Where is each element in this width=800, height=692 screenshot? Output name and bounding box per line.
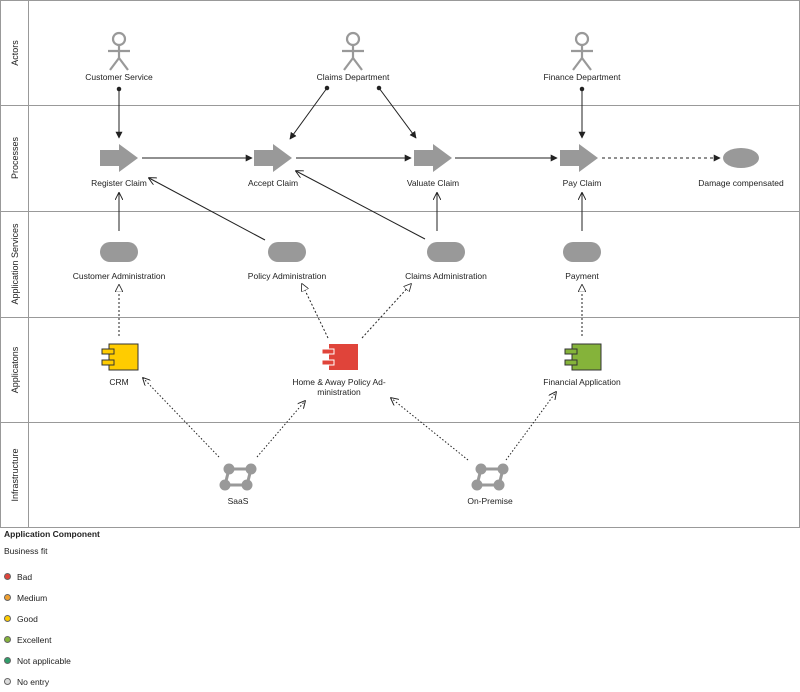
process-label: Valuate Claim [407, 178, 459, 188]
service-icon [268, 242, 306, 262]
person-icon [342, 31, 364, 71]
color-dot-icon [4, 636, 11, 643]
infra-saas[interactable]: SaaS [219, 463, 257, 507]
lane-label-actors: Actors [10, 40, 20, 66]
edge-saas-crm [143, 378, 220, 458]
service-label: Policy Administration [248, 271, 327, 281]
edge-claimsadmin-accept [296, 171, 426, 240]
component-icon [321, 344, 358, 370]
service-label: Claims Administration [405, 271, 487, 281]
application-crm[interactable]: CRM [101, 343, 139, 387]
edge-onprem-hap [391, 398, 469, 461]
lane-label-infrastructure: Infrastructure [10, 448, 20, 501]
legend: Application Component Business fit Bad M… [4, 529, 304, 692]
network-icon [219, 463, 257, 491]
actor-customer-service[interactable]: Customer Service [85, 31, 153, 82]
legend-item-label: No entry [17, 676, 50, 687]
edge-policyadmin-register [149, 178, 266, 241]
service-claims-administration[interactable]: Claims Administration [405, 242, 487, 281]
actor-label: Customer Service [85, 72, 153, 82]
service-label: Payment [565, 271, 599, 281]
process-arrow-icon [254, 144, 292, 172]
service-icon [563, 242, 601, 262]
infra-on-premise[interactable]: On-Premise [467, 463, 513, 507]
legend-item-label: Not applicable [17, 655, 71, 666]
infra-label: SaaS [228, 496, 249, 506]
service-label: Customer Administration [73, 271, 166, 281]
event-damage-compensated[interactable]: Damage compensated [698, 148, 784, 188]
event-label: Damage compensated [698, 178, 784, 188]
architecture-diagram: Actors Processes Application Services Ap… [0, 0, 800, 528]
edge-claims-dept-valuate [376, 85, 417, 139]
event-icon [723, 148, 759, 168]
legend-item-label: Medium [17, 592, 48, 603]
actor-claims-department[interactable]: Claims Department [317, 31, 390, 82]
color-dot-icon [4, 594, 11, 601]
network-icon [471, 463, 509, 491]
swimlanes [0, 0, 800, 528]
legend-item-excellent[interactable]: Excellent [4, 629, 304, 650]
process-label: Accept Claim [248, 178, 298, 188]
process-arrow-icon [100, 144, 138, 172]
legend-item-label: Excellent [17, 634, 52, 645]
actor-finance-department[interactable]: Finance Department [543, 31, 621, 82]
edge-saas-hap [256, 401, 305, 458]
service-payment[interactable]: Payment [563, 242, 601, 281]
application-label-line2: ministration [317, 387, 361, 397]
legend-item-label: Bad [17, 571, 33, 582]
color-dot-icon [4, 657, 11, 664]
process-valuate-claim[interactable]: Valuate Claim [407, 144, 459, 188]
lane-label-application-services: Application Services [10, 223, 20, 305]
edge-onprem-finapp [505, 392, 556, 461]
application-financial-application[interactable]: Financial Application [543, 343, 621, 387]
actor-label: Finance Department [543, 72, 621, 82]
legend-item-good[interactable]: Good [4, 608, 304, 629]
edge-hap-claimsadmin [361, 284, 411, 339]
legend-item-label: Good [17, 613, 38, 624]
application-home-away-policy[interactable]: Home & Away Policy Ad- ministration [292, 344, 386, 397]
actor-label: Claims Department [317, 72, 390, 82]
application-label: Financial Application [543, 377, 621, 387]
process-register-claim[interactable]: Register Claim [91, 144, 147, 188]
legend-item-bad[interactable]: Bad [4, 566, 304, 587]
color-dot-icon [4, 615, 11, 622]
process-arrow-icon [560, 144, 598, 172]
application-label-line1: Home & Away Policy Ad- [292, 377, 386, 387]
lane-label-processes: Processes [10, 136, 20, 179]
connections [119, 85, 721, 461]
service-customer-administration[interactable]: Customer Administration [73, 242, 166, 281]
process-label: Register Claim [91, 178, 147, 188]
lane-label-applications: Applicatons [10, 346, 20, 393]
service-policy-administration[interactable]: Policy Administration [248, 242, 327, 281]
process-label: Pay Claim [563, 178, 602, 188]
edge-hap-policyadmin [302, 284, 329, 339]
service-icon [427, 242, 465, 262]
process-accept-claim[interactable]: Accept Claim [248, 144, 298, 188]
edge-claims-dept-accept [289, 85, 330, 140]
component-icon [101, 343, 139, 371]
component-icon [564, 343, 602, 371]
process-arrow-icon [414, 144, 452, 172]
color-dot-icon [4, 678, 11, 685]
legend-item-medium[interactable]: Medium [4, 587, 304, 608]
legend-item-not-applicable[interactable]: Not applicable [4, 650, 304, 671]
legend-item-no-entry[interactable]: No entry [4, 671, 304, 692]
color-dot-icon [4, 573, 11, 580]
person-icon [108, 31, 130, 71]
legend-subtitle: Business fit [4, 546, 48, 556]
service-icon [100, 242, 138, 262]
legend-title: Application Component [4, 529, 100, 539]
process-pay-claim[interactable]: Pay Claim [560, 144, 601, 188]
person-icon [571, 31, 593, 71]
infra-label: On-Premise [467, 496, 513, 506]
application-label: CRM [109, 377, 128, 387]
